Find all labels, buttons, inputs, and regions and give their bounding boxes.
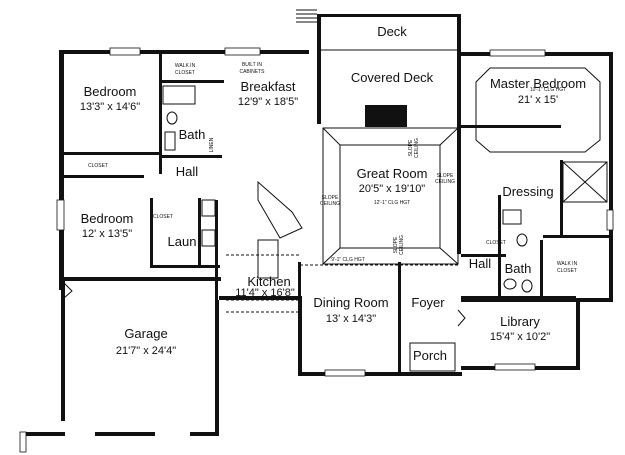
room-name-hall-2: Hall (469, 256, 492, 271)
note-closet-2: CLOSET (153, 214, 173, 220)
note-slope-left-a: SLOPE (322, 195, 339, 201)
room-name-hall-1: Hall (176, 164, 199, 179)
room-dim-great-room: 20'5" x 19'10" (359, 183, 426, 195)
room-name-foyer: Foyer (411, 295, 445, 310)
note-walk-in-closet-2a: WALK IN (557, 261, 578, 267)
dryer (201, 229, 216, 247)
deck-stairs (296, 9, 317, 23)
bath-fixtures (162, 85, 608, 293)
note-linen: LINEN (209, 137, 215, 152)
room-dim-kitchen: 11'4" x 16'8" (235, 287, 295, 299)
room-name-great-room: Great Room (357, 166, 428, 181)
porch-outline (409, 342, 456, 372)
note-walk-in-closet-1a: WALK IN (175, 63, 196, 69)
note-built-in-cabinets-a: BUILT IN (242, 62, 262, 68)
room-name-bedroom-1: Bedroom (84, 84, 137, 99)
room-name-bath-2: Bath (505, 261, 532, 276)
note-slope-bottom-a: SLOPE (393, 236, 399, 253)
room-name-library: Library (500, 314, 540, 329)
room-dim-bedroom-2: 12' x 13'5" (82, 228, 132, 240)
note-kitchen-clg: 9'-1" CLG HGT (331, 257, 365, 263)
note-master-clg: 10'-1" CLG HGT (530, 87, 566, 93)
note-built-in-cabinets-b: CABINETS (239, 69, 265, 75)
room-name-garage: Garage (124, 326, 167, 341)
great-room-ceiling (322, 127, 459, 265)
room-name-laun: Laun (168, 234, 197, 249)
room-dim-bedroom-1: 13'3" x 14'6" (80, 101, 140, 113)
master-tray-ceiling (475, 67, 601, 153)
note-great-clg: 12'-1" CLG HGT (374, 200, 410, 206)
room-name-master-bedroom: Master Bedroom (490, 76, 586, 91)
room-dim-breakfast: 12'9" x 18'5" (238, 96, 298, 108)
room-dim-library: 15'4" x 10'2" (490, 331, 550, 343)
room-name-deck: Deck (377, 24, 407, 39)
note-slope-top-a: SLOPE (408, 139, 414, 156)
kitchen-counters (226, 180, 303, 313)
room-dim-dining-room: 13' x 14'3" (326, 313, 376, 325)
note-slope-right-b: CEILING (435, 179, 455, 185)
washer (201, 199, 216, 217)
windows (19, 47, 614, 453)
room-name-breakfast: Breakfast (241, 79, 296, 94)
room-name-bath-1: Bath (179, 127, 206, 142)
room-name-bedroom-2: Bedroom (81, 211, 134, 226)
note-walk-in-closet-2b: CLOSET (557, 268, 577, 274)
room-dim-master-bedroom: 21' x 15' (518, 94, 558, 106)
room-name-porch: Porch (413, 348, 447, 363)
garage-door-swing (63, 282, 73, 299)
foyer-door (457, 309, 466, 327)
room-name-covered-deck: Covered Deck (351, 70, 434, 85)
note-closet-3: CLOSET (486, 240, 506, 246)
note-slope-top-b: CEILING (414, 138, 420, 158)
note-slope-left-b: CEILING (320, 201, 340, 207)
note-slope-right-a: SLOPE (437, 173, 454, 179)
note-walk-in-closet-1b: CLOSET (175, 70, 195, 76)
fireplace (365, 105, 407, 127)
room-name-dressing: Dressing (502, 184, 553, 199)
room-name-kitchen: Kitchen (247, 274, 290, 289)
room-name-dining-room: Dining Room (313, 295, 388, 310)
interior-walls (64, 54, 609, 372)
note-slope-bottom-b: CEILING (399, 235, 405, 255)
room-dim-garage: 21'7" x 24'4" (116, 345, 176, 357)
note-closet-1: CLOSET (88, 163, 108, 169)
